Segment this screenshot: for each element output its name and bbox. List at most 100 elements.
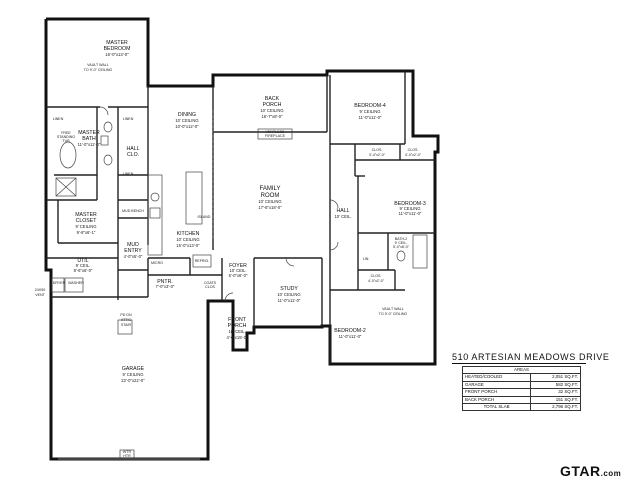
util-label: UTIL bbox=[77, 258, 88, 264]
door-swing bbox=[285, 257, 295, 267]
back-porch-note: 10' CEILING bbox=[260, 108, 283, 113]
bedroom-3-label: BEDROOM-3 bbox=[394, 201, 426, 207]
exterior-wall bbox=[44, 17, 440, 461]
family-room-label2: ROOM bbox=[261, 193, 280, 199]
total-value: 2,796 SQ.FT. bbox=[530, 403, 581, 412]
linen-label: LINEN bbox=[53, 117, 64, 121]
attic-stair-label3: STAIR bbox=[121, 323, 132, 327]
bedroom-2-note2: TO 9'-0" CEILING bbox=[379, 312, 408, 316]
island-label: ISLAND bbox=[198, 215, 211, 219]
bath-2-dims: 5'-0"x8'-0" bbox=[393, 245, 410, 249]
clos-label: CLOS. bbox=[408, 148, 419, 152]
dryer-icon bbox=[51, 277, 65, 293]
mud-entry-dims: 4'-0"x5'-0" bbox=[124, 254, 143, 259]
fireplace-label2: FIREPLACE bbox=[265, 134, 286, 138]
pantry-label: PNTR. bbox=[157, 279, 173, 285]
logo-suffix: .com bbox=[600, 469, 622, 478]
area-value: 32 SQ.FT. bbox=[530, 388, 581, 397]
toilet-icon bbox=[100, 135, 109, 146]
counter bbox=[147, 174, 163, 256]
clos-label: CLOS. bbox=[371, 274, 382, 278]
bedroom-2-note: VAULT WALL bbox=[382, 307, 404, 311]
family-room-dims: 17'-6"x18'-0" bbox=[258, 205, 282, 210]
linen-label: LIN. bbox=[363, 257, 370, 261]
study-label: STUDY bbox=[280, 286, 298, 292]
area-label: GARAGE bbox=[461, 380, 532, 390]
area-label: HEATED/COOLED bbox=[461, 373, 532, 382]
area-value: 2,051 SQ.FT. bbox=[530, 373, 581, 382]
gtar-logo: GTAR.com bbox=[560, 463, 621, 479]
table-row: BACK PORCH 151 SQ.FT. bbox=[461, 395, 581, 405]
clos-dims: 3'-4"x2'-0" bbox=[369, 153, 386, 157]
free-tub-label3: TUB bbox=[62, 139, 70, 143]
master-bath-label: MASTER bbox=[78, 130, 100, 136]
garage-ramp bbox=[117, 319, 133, 335]
back-porch-label2: PORCH bbox=[263, 102, 282, 108]
area-label: BACK PORCH bbox=[461, 395, 532, 405]
sink-icon bbox=[103, 154, 113, 166]
left-note-1: 24X50 bbox=[35, 288, 45, 292]
dining-note: 10' CEILING bbox=[175, 118, 198, 123]
kitchen-label: KITCHEN bbox=[177, 231, 200, 237]
bath-2-label: BATH-2 bbox=[395, 237, 408, 241]
front-porch-label2: PORCH bbox=[228, 323, 247, 329]
hall-clo-label2: CLO. bbox=[127, 152, 139, 158]
area-value: 582 SQ.FT. bbox=[530, 380, 581, 390]
master-closet-note: 9' CEILING bbox=[75, 224, 96, 229]
garage-dims: 22'-0"x22'-0" bbox=[121, 378, 145, 383]
study-note: 10' CEILING bbox=[277, 292, 300, 297]
garage-label: GARAGE bbox=[122, 366, 145, 372]
family-room-label: FAMILY bbox=[260, 186, 281, 192]
front-porch-note: 10' CEIL. bbox=[228, 329, 245, 334]
tub-icon bbox=[59, 141, 77, 169]
door-swing bbox=[329, 241, 339, 251]
clos-label: CLOS. bbox=[372, 148, 383, 152]
back-porch-dims: 16'-7"x8'-0" bbox=[261, 114, 283, 119]
area-value: 151 SQ.FT. bbox=[530, 395, 581, 405]
area-label: FRONT PORCH bbox=[461, 388, 532, 397]
left-note-2: VENT bbox=[35, 293, 45, 297]
free-tub-label2: STANDING bbox=[57, 135, 76, 139]
bathtub-icon bbox=[412, 234, 428, 269]
micro-label: MICRO bbox=[151, 261, 163, 265]
toilet-icon bbox=[396, 250, 406, 262]
master-bedroom-note2: TO 9'-0" CEILING bbox=[84, 68, 113, 72]
refrigerator-icon bbox=[192, 254, 212, 268]
island-shape bbox=[185, 171, 203, 225]
mud-bench-label: MUD BENCH bbox=[122, 209, 144, 213]
master-bedroom-note: VAULT WALL bbox=[87, 63, 109, 67]
table-row: HEATED/COOLED 2,051 SQ.FT. bbox=[461, 373, 581, 382]
mud-entry-label: MUD bbox=[127, 242, 139, 248]
range-icon bbox=[149, 207, 161, 219]
hall-note: 10' CEIL. bbox=[334, 214, 351, 219]
mud-entry-label2: ENTRY bbox=[124, 248, 142, 254]
fireplace-icon bbox=[257, 128, 293, 140]
areas-header: AREAS bbox=[462, 365, 581, 375]
shower-line bbox=[55, 177, 77, 197]
address-title: 510 ARTESIAN MEADOWS DRIVE bbox=[452, 352, 610, 364]
logo-main: GTAR bbox=[560, 463, 601, 479]
util-note: 9' CEIL. bbox=[76, 263, 91, 268]
linen-label: LINEN bbox=[123, 172, 134, 176]
water-heater-label: WTR bbox=[123, 450, 132, 454]
table-row: TOTAL SLAB 2,796 SQ.FT. bbox=[461, 403, 581, 412]
clos-dims: 4'-0"x2'-0" bbox=[405, 153, 422, 157]
master-bedroom-label: MASTER bbox=[106, 40, 128, 46]
dining-label: DINING bbox=[178, 112, 196, 118]
pantry-dims: 7'-0"x3'-0" bbox=[156, 284, 175, 289]
hall-label: HALL bbox=[337, 208, 350, 214]
shower-icon bbox=[55, 177, 77, 197]
master-bedroom-dims: 16'-0"x13'-0" bbox=[105, 52, 129, 57]
kitchen-dims: 15'-0"x13'-0" bbox=[176, 243, 200, 248]
master-closet-label: MASTER bbox=[75, 212, 97, 218]
back-porch-label: BACK bbox=[265, 96, 280, 102]
front-porch-dims: 4'-0"x15'-0" bbox=[226, 335, 248, 340]
foyer-dims: 5'-0"x6'-0" bbox=[229, 273, 248, 278]
master-closet-dims: 9'-8"x6'-1" bbox=[77, 230, 96, 235]
water-heater-label2: HTR bbox=[123, 454, 131, 458]
sink-icon bbox=[150, 192, 160, 202]
linen-label: LINEN bbox=[123, 117, 134, 121]
dryer-label: DRYER bbox=[53, 281, 66, 285]
fireplace-label: VENTLESS bbox=[266, 130, 285, 134]
foyer-label: FOYER bbox=[229, 263, 247, 269]
